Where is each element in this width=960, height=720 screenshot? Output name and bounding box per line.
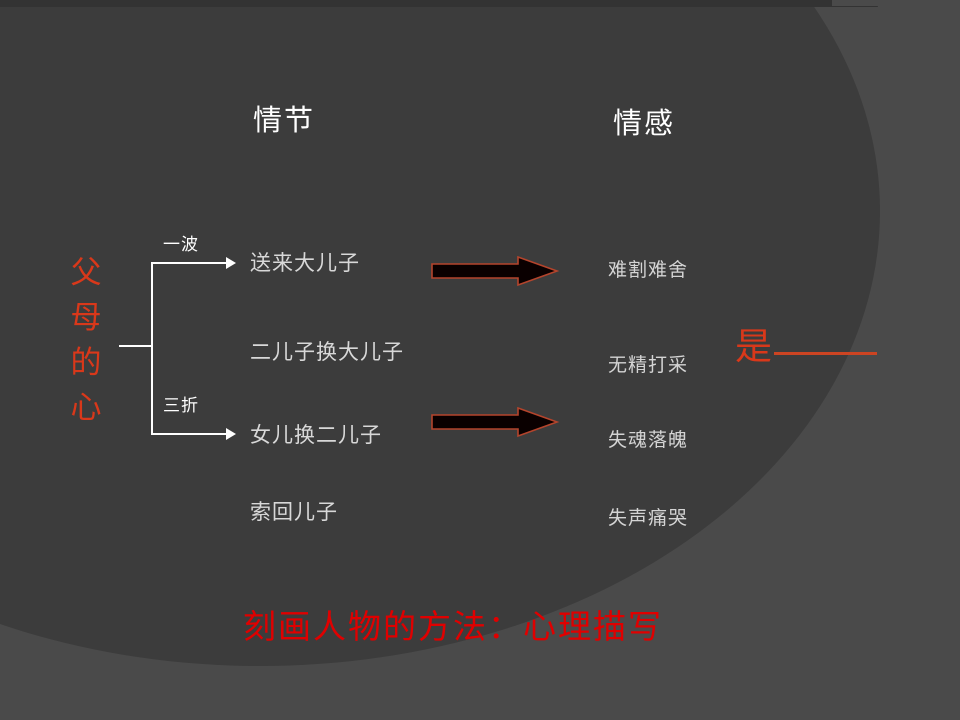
background-top-bar-shape (0, 0, 880, 7)
plot-item: 二儿子换大儿子 (250, 340, 404, 364)
emotion-item: 失魂落魄 (608, 430, 689, 451)
emotion-item: 难割难舍 (608, 260, 689, 281)
column-heading-plot: 情节 (253, 105, 316, 137)
branch-label-lower: 三折 (163, 396, 199, 415)
bracket-lower-arrow-icon (226, 428, 236, 440)
conclusion-group: 是 (735, 329, 877, 366)
arrow-plot-to-emotion-1-icon (431, 255, 560, 287)
bracket-vertical-line (151, 263, 153, 435)
column-heading-emotion: 情感 (613, 108, 676, 140)
plot-item: 女儿换二儿子 (250, 423, 382, 447)
plot-item: 送来大儿子 (250, 251, 360, 275)
emotion-item: 无精打采 (608, 355, 689, 376)
branch-label-upper: 一波 (163, 235, 199, 254)
plot-item: 索回儿子 (250, 500, 338, 524)
vertical-title-char-2: 母 (70, 300, 102, 335)
bracket-lower-branch-line (151, 433, 228, 435)
vertical-title-char-3: 的 (70, 345, 102, 380)
vertical-title-char-1: 父 (70, 255, 102, 290)
vertical-title-parents-heart: 父 母 的 心 (66, 250, 106, 430)
bracket-upper-branch-line (151, 262, 228, 264)
bracket-upper-arrow-icon (226, 257, 236, 269)
conclusion-char: 是 (735, 327, 772, 368)
slide-caption: 刻画人物的方法：心理描写 (243, 610, 663, 646)
background-top-right-shape (832, 0, 960, 6)
emotion-item: 失声痛哭 (608, 508, 689, 529)
vertical-title-char-4: 心 (70, 390, 102, 425)
bracket-stem-line (119, 345, 153, 347)
conclusion-blank-rule (774, 352, 877, 355)
arrow-plot-to-emotion-2-icon (431, 406, 560, 438)
